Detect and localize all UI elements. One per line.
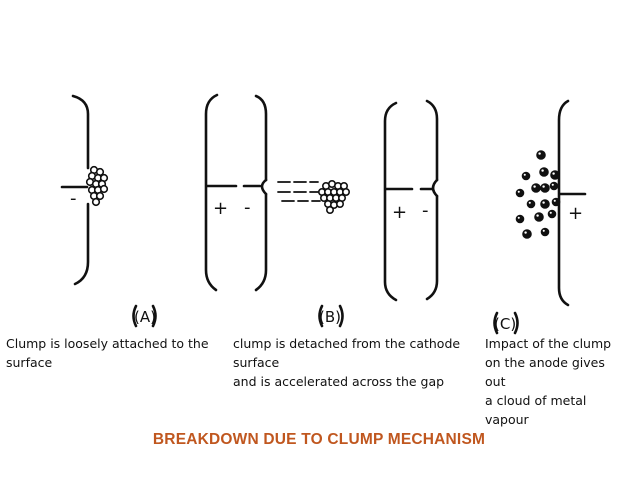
paren-b-right (338, 304, 344, 328)
trajectory-dashes (277, 181, 321, 202)
paren-c-right (513, 311, 519, 335)
clump-particle (95, 191, 105, 201)
cathode-electrode-a (60, 94, 90, 286)
vapour-particle-highlight (549, 211, 552, 214)
caption-line: a cloud of metal (485, 393, 587, 408)
vapour-particle (536, 150, 546, 160)
vapour-particle-highlight (551, 183, 554, 186)
anode-electrode-c (383, 101, 414, 302)
anode-electrode-b (204, 93, 238, 292)
caption-line: surface (233, 355, 280, 370)
clump-particle (335, 200, 344, 209)
vapour-particle (521, 171, 531, 181)
vapour-particle-highlight (528, 201, 531, 204)
caption-line: surface (6, 355, 53, 370)
metal-vapour-cloud (515, 150, 561, 239)
cathode-electrode-c (419, 99, 439, 301)
vapour-particle (526, 199, 536, 209)
clump-particle (91, 197, 101, 207)
vapour-particle-highlight (536, 214, 539, 217)
vapour-particle-highlight (553, 199, 556, 202)
clump-particle (99, 184, 109, 194)
metal-clump-a (85, 165, 109, 207)
vapour-particle (539, 167, 549, 177)
vapour-particle-highlight (517, 190, 520, 193)
metal-clump-b (317, 180, 350, 215)
caption-line: vapour (485, 412, 529, 427)
paren-c-left (493, 311, 499, 335)
vapour-particle (534, 212, 544, 222)
vapour-particle (540, 199, 550, 209)
sign-c-minus: - (422, 200, 429, 221)
panel-label-a: (A) (134, 308, 156, 326)
caption-line: on the anode gives (485, 355, 605, 370)
vapour-particle-highlight (542, 185, 545, 188)
vapour-particle-highlight (523, 173, 526, 176)
vapour-particle (531, 183, 541, 193)
sign-b-minus: - (244, 197, 251, 218)
vapour-particle-highlight (552, 172, 555, 175)
caption-line: out (485, 374, 506, 389)
caption-line: and is accelerated across the gap (233, 374, 445, 389)
diagram-title: BREAKDOWN DUE TO CLUMP MECHANISM (152, 431, 486, 448)
caption-panel-c: Impact of the clump on the anode gives o… (485, 334, 635, 429)
caption-panel-a: Clump is loosely attached to the surface (6, 334, 231, 372)
caption-line: Clump is loosely attached to the (6, 336, 209, 351)
vapour-particle (551, 197, 561, 207)
clump-particle (325, 206, 334, 215)
sign-c-plus: + (392, 202, 407, 223)
vapour-particle-highlight (542, 229, 545, 232)
sign-b-plus: + (213, 198, 228, 219)
vapour-particle-highlight (542, 201, 545, 204)
vapour-particle (540, 227, 550, 237)
cathode-electrode-b (242, 94, 268, 292)
sign-a-minus: - (70, 188, 77, 209)
vapour-particle (550, 170, 560, 180)
caption-panel-b: clump is detached from the cathode surfa… (233, 334, 473, 391)
vapour-particle (515, 214, 525, 224)
panel-label-c: (C) (494, 315, 516, 333)
vapour-particle-highlight (524, 231, 527, 234)
vapour-particle-highlight (538, 152, 541, 155)
sign-d-plus: + (568, 203, 583, 224)
panel-label-b: (B) (319, 308, 341, 326)
paren-b-left (318, 304, 324, 328)
paren-a-left (132, 304, 138, 328)
vapour-particle-highlight (533, 185, 536, 188)
caption-line: Impact of the clump (485, 336, 612, 351)
vapour-particle-highlight (541, 169, 544, 172)
vapour-particle (515, 188, 525, 198)
vapour-particle (540, 183, 550, 193)
vapour-particle (522, 229, 532, 239)
vapour-particle-highlight (517, 216, 520, 219)
caption-line: clump is detached from the cathode (233, 336, 461, 351)
vapour-particle (549, 181, 559, 191)
clump-particle (341, 188, 350, 197)
vapour-particle (547, 209, 557, 219)
paren-a-right (151, 304, 157, 328)
